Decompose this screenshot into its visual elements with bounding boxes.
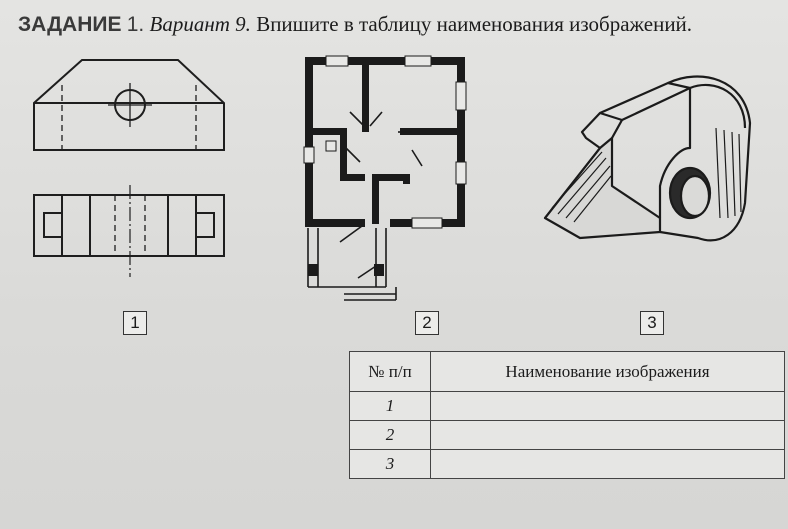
task-label: ЗАДАНИЕ [18, 13, 122, 36]
figure-number-3: 3 [640, 311, 664, 335]
row-number: 1 [349, 391, 431, 421]
answer-cell[interactable] [430, 449, 785, 479]
answer-cell[interactable] [430, 391, 785, 421]
row-number: 2 [349, 420, 431, 450]
row-number: 3 [349, 449, 431, 479]
figure-number-1: 1 [123, 311, 147, 335]
orthographic-views-drawing [33, 59, 225, 277]
part-lug [659, 75, 752, 242]
table-row: 1 [349, 391, 785, 421]
task-number: 1. [126, 13, 145, 36]
table-row: 2 [349, 420, 785, 450]
header-name: Наименование изображения [430, 351, 785, 392]
part-base-front [543, 136, 662, 240]
task-instruction: Впишите в таблицу наименования изображен… [256, 12, 693, 36]
answer-cell[interactable] [430, 420, 785, 450]
table-header-row: № п/п Наименование изображения [349, 351, 785, 392]
top-view-outline [33, 194, 63, 257]
task-variant: Вариант 9. [149, 12, 251, 36]
task-title: ЗАДАНИЕ 1. Вариант 9. Впишите в таблицу … [18, 12, 778, 37]
answers-table: № п/п Наименование изображения 1 2 3 [349, 351, 785, 479]
header-number: № п/п [349, 351, 431, 392]
table-row: 3 [349, 449, 785, 479]
figure-number-2: 2 [415, 311, 439, 335]
isometric-part-drawing [543, 75, 752, 242]
floor-plan-drawing [303, 55, 467, 301]
